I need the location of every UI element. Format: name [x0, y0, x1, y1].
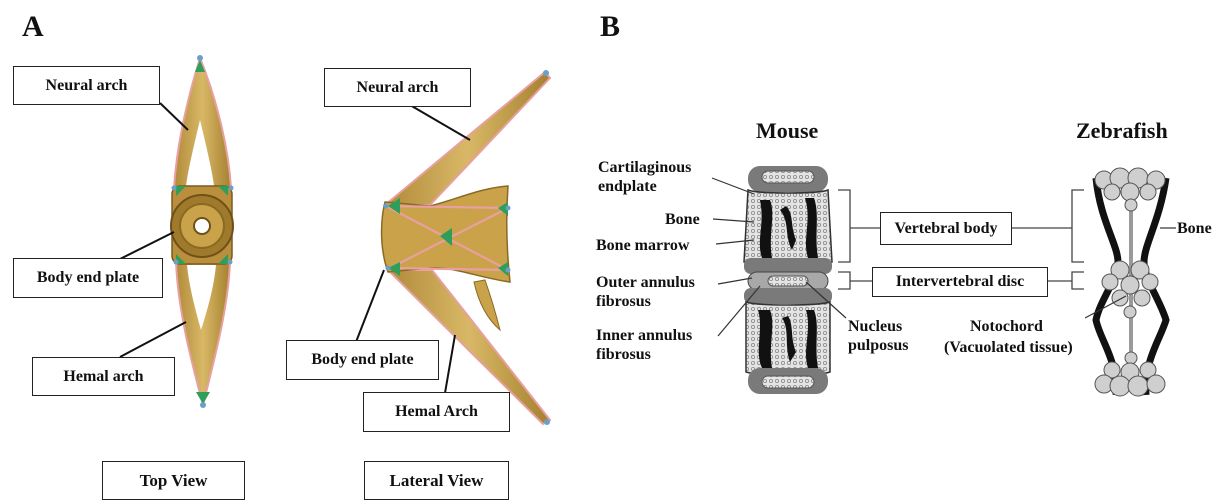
panel-a-letter: A [22, 10, 44, 44]
cartilaginous-endplate-label-line1: Cartilaginous [598, 158, 691, 177]
intervertebral-disc-box: Intervertebral disc [872, 267, 1048, 297]
notochord-label-line2: (Vacuolated tissue) [944, 338, 1073, 357]
nucleus-pulposus-label-line1: Nucleus [848, 317, 902, 336]
zebrafish-title: Zebrafish [1076, 118, 1168, 144]
mouse-title: Mouse [756, 118, 818, 144]
outer-annulus-label-line2: fibrosus [596, 292, 651, 311]
nucleus-pulposus-label-line2: pulposus [848, 336, 909, 355]
top-hemal-arch-label: Hemal arch [32, 357, 175, 396]
inner-annulus-label-line1: Inner annulus [596, 326, 692, 345]
notochord-label-line1: Notochord [970, 317, 1043, 336]
cartilaginous-endplate-label-line2: endplate [598, 177, 657, 196]
mouse-bone-label: Bone [665, 210, 700, 229]
vertebral-body-box: Vertebral body [880, 212, 1012, 245]
inner-annulus-label-line2: fibrosus [596, 345, 651, 364]
panel-b-letter: B [600, 10, 620, 44]
lateral-neural-arch-label: Neural arch [324, 68, 471, 107]
zebrafish-spine-schematic [1095, 168, 1166, 396]
bone-marrow-label: Bone marrow [596, 236, 689, 255]
top-body-end-plate-label: Body end plate [13, 258, 163, 298]
lateral-view-caption: Lateral View [364, 461, 509, 500]
lateral-body-end-plate-label: Body end plate [286, 340, 439, 380]
lateral-hemal-arch-label: Hemal Arch [363, 392, 510, 432]
mouse-spine-schematic [744, 166, 832, 394]
top-neural-arch-label: Neural arch [13, 66, 160, 105]
top-view-caption: Top View [102, 461, 245, 500]
zebrafish-bone-label: Bone [1177, 219, 1212, 238]
top-view-vertebra [171, 55, 234, 408]
outer-annulus-label-line1: Outer annulus [596, 273, 695, 292]
